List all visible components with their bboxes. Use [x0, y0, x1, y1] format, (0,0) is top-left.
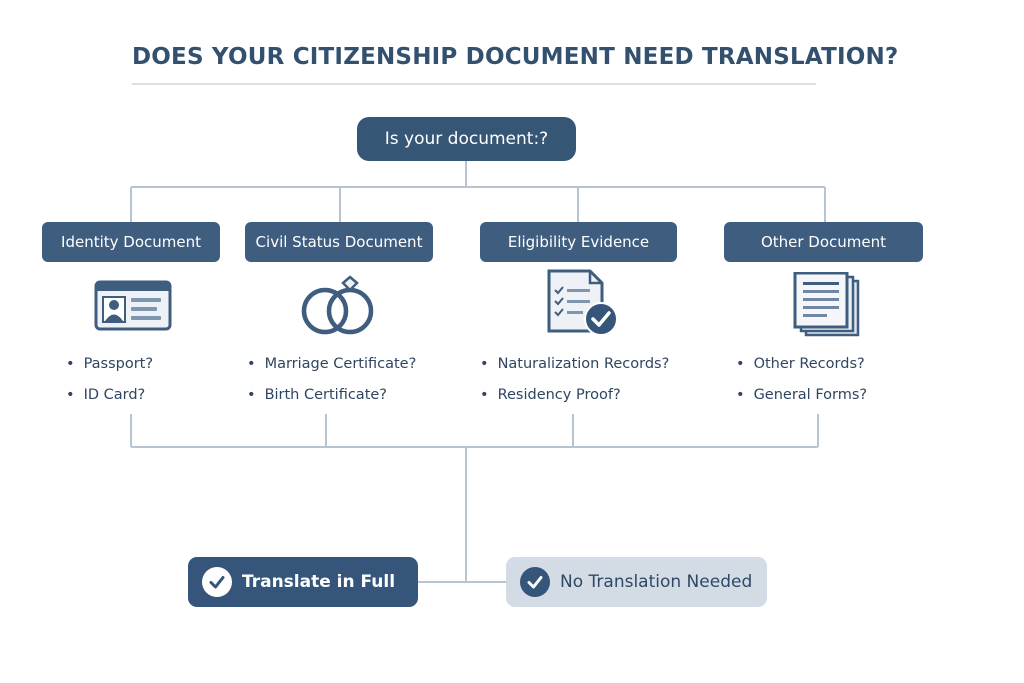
- category-other-document: Other Document: [724, 222, 923, 262]
- list-item: Naturalization Records?: [480, 354, 670, 385]
- list-item: Passport?: [66, 354, 154, 385]
- outcome-label: Translate in Full: [242, 572, 396, 592]
- checklist-document-icon: [547, 269, 618, 336]
- category-identity-document: Identity Document: [42, 222, 220, 262]
- page-title: DOES YOUR CITIZENSHIP DOCUMENT NEED TRAN…: [132, 44, 899, 70]
- check-circle-icon: [202, 567, 232, 597]
- category-civil-status-document: Civil Status Document: [245, 222, 433, 262]
- root-question-label: Is your document:?: [384, 129, 549, 149]
- outcome-no-translation-needed: No Translation Needed: [506, 557, 767, 607]
- category-label: Civil Status Document: [255, 233, 423, 251]
- eligibility-evidence-items: Naturalization Records? Residency Proof?: [480, 354, 670, 416]
- stacked-documents-icon: [793, 272, 860, 337]
- list-item: General Forms?: [736, 385, 868, 416]
- category-label: Identity Document: [61, 233, 201, 251]
- check-circle-icon: [520, 567, 550, 597]
- list-item: ID Card?: [66, 385, 153, 416]
- wedding-rings-icon: [301, 275, 374, 335]
- outcome-translate-in-full: Translate in Full: [188, 557, 418, 607]
- list-item: Residency Proof?: [480, 385, 669, 416]
- list-item: Marriage Certificate?: [247, 354, 417, 385]
- id-card-icon: [94, 280, 172, 331]
- category-eligibility-evidence: Eligibility Evidence: [480, 222, 677, 262]
- other-document-items: Other Records? General Forms?: [736, 354, 868, 416]
- root-question-box: Is your document:?: [357, 117, 576, 161]
- identity-document-items: Passport? ID Card?: [66, 354, 154, 416]
- civil-status-items: Marriage Certificate? Birth Certificate?: [247, 354, 417, 416]
- list-item: Birth Certificate?: [247, 385, 416, 416]
- list-item: Other Records?: [736, 354, 867, 385]
- title-divider: [132, 83, 816, 85]
- category-label: Other Document: [760, 233, 887, 251]
- category-label: Eligibility Evidence: [507, 233, 650, 251]
- outcome-label: No Translation Needed: [560, 572, 753, 592]
